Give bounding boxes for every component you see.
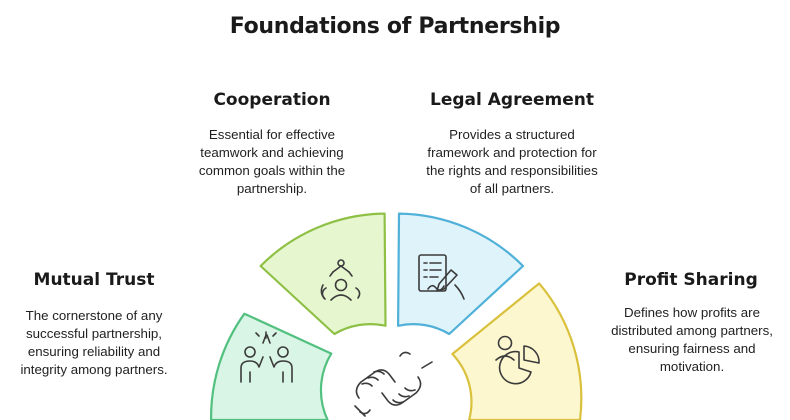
heading-cooperation: Cooperation: [213, 90, 331, 110]
description-legal-agreement: Provides a structured framework and prot…: [426, 127, 598, 196]
heading-mutual-trust: Mutual Trust: [33, 270, 155, 290]
description-cooperation: Essential for effective teamwork and ach…: [198, 127, 346, 196]
segment-legal-agreement: [397, 212, 525, 336]
segment-cooperation: [259, 212, 387, 336]
segment-mutual-trust: [209, 312, 333, 420]
team-network-icon: [320, 259, 361, 301]
description-profit-sharing: Defines how profits are distributed amon…: [611, 305, 773, 374]
pie-chart-user-icon: [495, 335, 540, 385]
diagram-title: Foundations of Partnership: [229, 14, 561, 39]
heading-legal-agreement: Legal Agreement: [430, 90, 594, 110]
high-five-icon: [240, 331, 293, 383]
handshake-icon: [354, 351, 433, 417]
description-mutual-trust: The cornerstone of any successful partne…: [20, 308, 168, 377]
contract-signing-icon: [418, 254, 465, 300]
heading-profit-sharing: Profit Sharing: [624, 270, 758, 290]
